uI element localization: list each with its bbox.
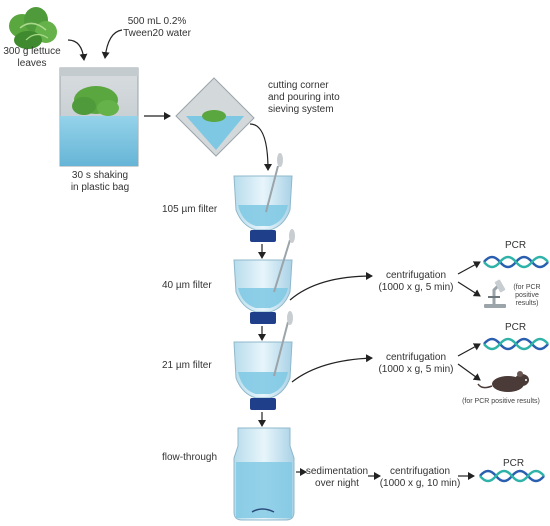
water-label: 500 mL 0.2% Tween20 water xyxy=(123,16,191,39)
filter-40-label: 40 µm filter xyxy=(162,280,212,291)
arrow-lettuce-to-bag xyxy=(67,39,88,61)
pcr-label: PCR xyxy=(505,322,527,333)
plastic-bag-icon xyxy=(59,67,139,167)
tilted-bag-icon xyxy=(175,77,255,157)
arrow-c2-to-pcr xyxy=(457,343,481,357)
arrow-c1-to-microscope xyxy=(457,281,481,297)
sedimentation-label: sedimentation over night xyxy=(305,466,369,489)
arrow-21-to-centrifugation xyxy=(291,354,373,383)
arrow-c1-to-pcr xyxy=(457,261,481,275)
dna-icon xyxy=(483,337,549,351)
arrow-40-to-centrifugation xyxy=(289,272,373,301)
dna-icon xyxy=(483,255,549,269)
lettuce-label: 300 g lettuce leaves xyxy=(3,46,61,69)
cutting-label: cutting corner and pouring into sieving … xyxy=(268,80,340,115)
shaking-label: 30 s shaking in plastic bag xyxy=(70,170,130,193)
sieve-105um-icon xyxy=(233,153,293,242)
arrow-water-to-bag xyxy=(101,29,123,59)
filter-21-label: 21 µm filter xyxy=(162,360,212,371)
sieve-21um-icon xyxy=(233,311,293,410)
sieve-40um-icon xyxy=(233,229,295,324)
arrow-c2-to-mouse xyxy=(457,363,481,381)
flowthrough-label: flow-through xyxy=(162,452,218,463)
pcr-label: PCR xyxy=(503,458,525,469)
flowthrough-bottle-icon xyxy=(233,427,295,521)
centrifugation-3-label: centrifugation (1000 x g, 10 min) xyxy=(379,466,461,489)
pcr-label: PCR xyxy=(505,240,527,251)
centrifugation-2-label: centrifugation (1000 x g, 5 min) xyxy=(378,352,454,375)
microscopy-note: (for PCR positive results) xyxy=(513,284,541,307)
microscope-icon xyxy=(484,279,506,308)
dna-icon xyxy=(479,469,545,483)
arrow-pour-to-sieve xyxy=(249,123,272,171)
filter-105-label: 105 µm filter xyxy=(162,204,218,215)
mouse-note: (for PCR positive results) xyxy=(462,398,540,405)
lettuce-icon xyxy=(9,7,57,49)
centrifugation-1-label: centrifugation (1000 x g, 5 min) xyxy=(378,270,454,293)
mouse-icon xyxy=(477,371,529,392)
